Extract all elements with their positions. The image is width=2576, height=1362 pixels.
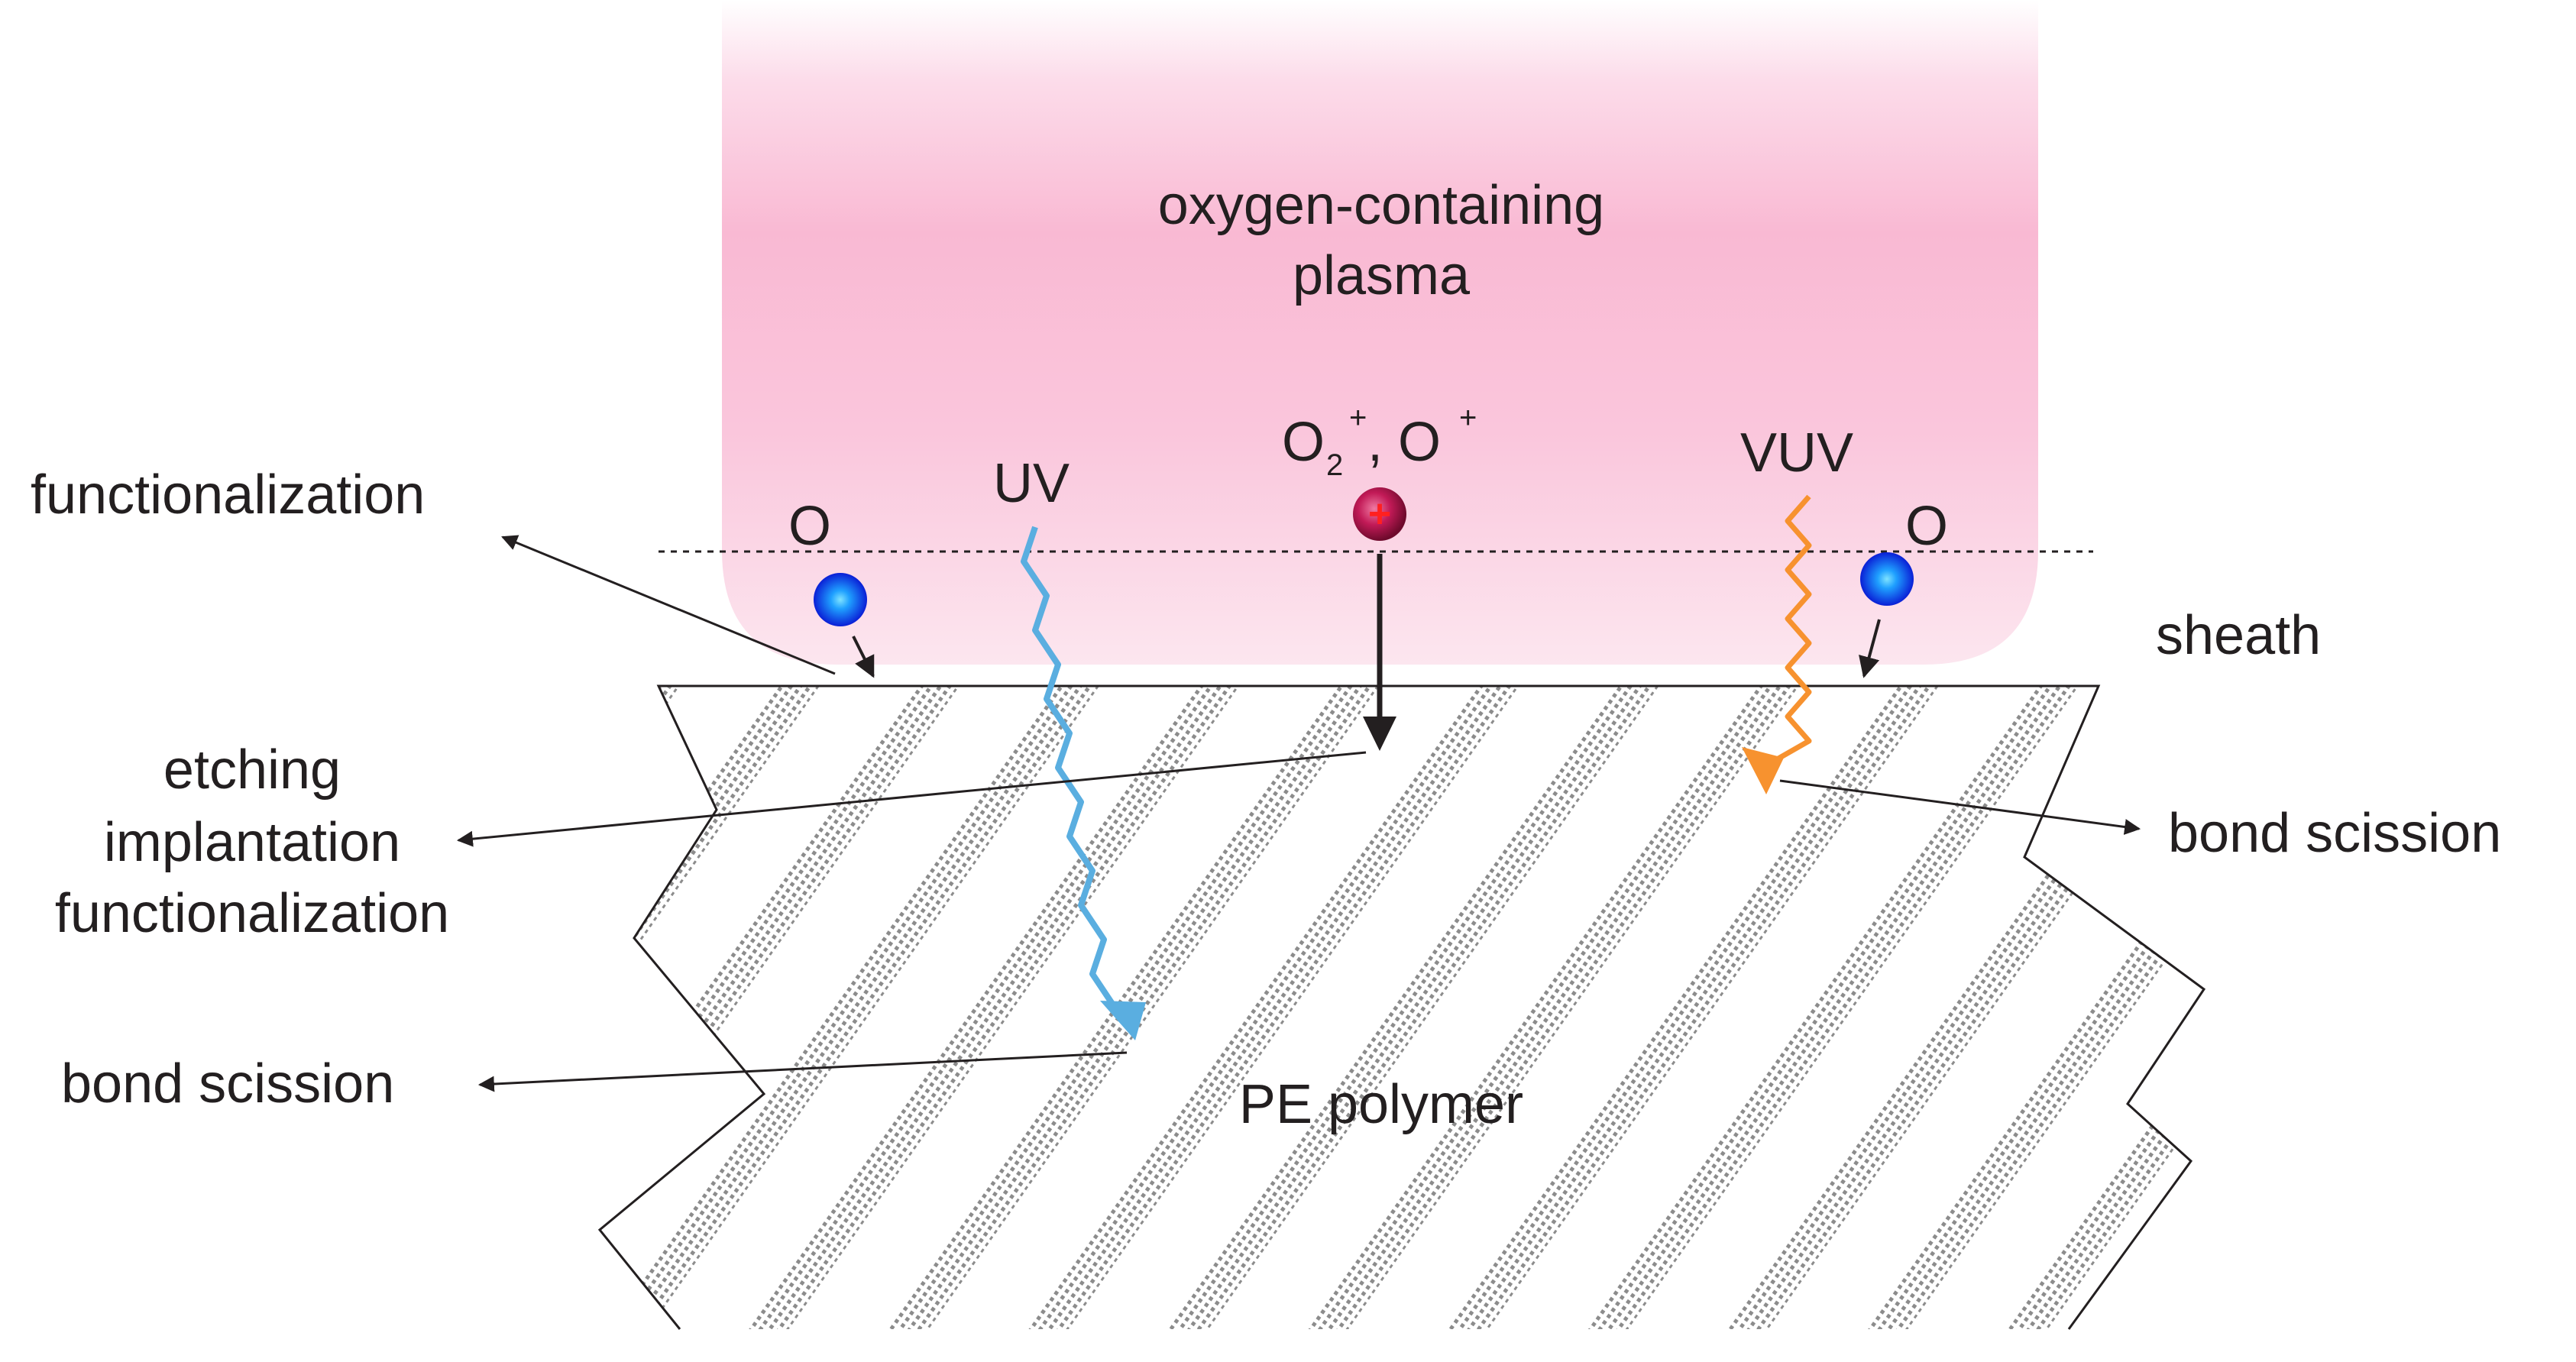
sheath-label: sheath [2156, 605, 2321, 666]
functionalization-arrow [501, 535, 836, 675]
uv-label: UV [993, 453, 1070, 514]
uv-wavy-arrow [1021, 526, 1118, 1011]
ion-o-text: , O [1367, 412, 1441, 473]
oxygen-left-arrow [852, 636, 875, 678]
ion-plus-icon: + [1368, 492, 1391, 536]
ion-species-label: O 2 + , O + [1282, 401, 1477, 482]
bond-scission-right-arrow [1779, 779, 2141, 835]
functionalization-top-label: functionalization [31, 464, 425, 526]
ion-particle [1353, 487, 1406, 541]
oxygen-atom-left [814, 573, 867, 626]
bond-scission-left-label: bond scission [61, 1053, 394, 1115]
polymer-label: PE polymer [1239, 1074, 1523, 1135]
ion-o2-subscript: 2 [1326, 448, 1343, 482]
vuv-label: VUV [1740, 422, 1853, 484]
ion-arrowhead [1363, 717, 1396, 751]
uv-arrowhead [1100, 1001, 1146, 1040]
bond-scission-left-arrow [477, 1051, 1128, 1092]
ion-effect-functionalization: functionalization [55, 883, 449, 944]
ion-effect-etching: etching [163, 739, 341, 801]
vuv-arrowhead [1742, 747, 1784, 794]
ion-effects-arrow [456, 751, 1367, 847]
ion-effect-implantation: implantation [104, 812, 400, 873]
plasma-title-line2: plasma [1293, 245, 1471, 306]
oxygen-atom-left-label: O [788, 496, 831, 557]
plasma-title-line1: oxygen-containing [1158, 175, 1604, 236]
oxygen-atom-right-label: O [1905, 496, 1948, 557]
bond-scission-right-label: bond scission [2168, 803, 2501, 864]
oxygen-right-arrow [1859, 619, 1881, 678]
pe-polymer-block [597, 684, 2206, 1330]
plasma-region [722, 0, 2038, 665]
ion-o-superscript: + [1459, 401, 1477, 435]
ion-o2-superscript: + [1349, 401, 1367, 435]
oxygen-atom-right [1860, 552, 1914, 606]
vuv-wavy-arrow [1765, 494, 1812, 768]
ion-o2-text: O [1282, 412, 1325, 473]
